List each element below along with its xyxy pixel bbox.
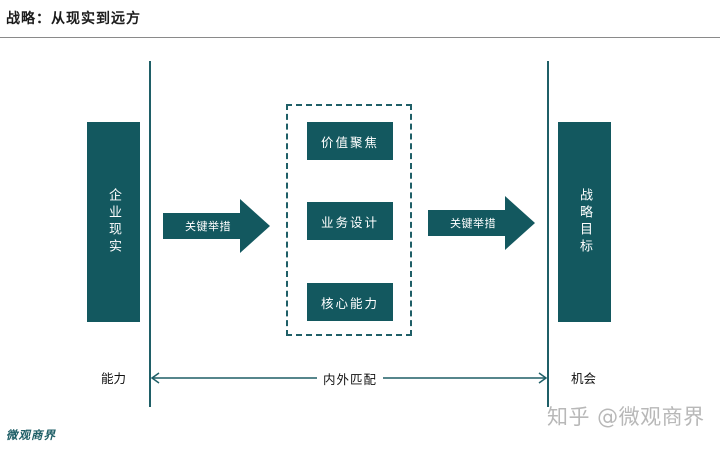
capability-label: 能力 — [101, 371, 127, 386]
key-measures-arrow-right: 关键举措 — [428, 196, 535, 250]
page-title: 战略：从现实到远方 — [6, 11, 141, 27]
left-boundary-line — [149, 61, 151, 407]
right-boundary-line — [547, 61, 549, 407]
key-measures-label-left: 关键举措 — [185, 220, 231, 233]
brand-logo-text: 微观商界 — [6, 428, 56, 442]
internal-external-match-label: 内外匹配 — [317, 369, 384, 388]
strategic-goal-box: 战略目标 — [558, 122, 611, 322]
value-focus-box: 价值聚焦 — [307, 122, 393, 160]
business-design-box: 业务设计 — [307, 202, 393, 240]
enterprise-reality-label: 企业现实 — [106, 188, 121, 256]
core-capability-box: 核心能力 — [307, 283, 393, 321]
core-elements-container — [286, 104, 412, 336]
title-divider — [0, 37, 720, 38]
arrow-right-icon — [428, 196, 535, 250]
opportunity-label: 机会 — [571, 371, 597, 386]
watermark: 知乎 @微观商界 — [547, 405, 705, 429]
key-measures-label-right: 关键举措 — [450, 217, 496, 230]
key-measures-arrow-left: 关键举措 — [163, 199, 270, 253]
arrow-right-icon — [163, 199, 270, 253]
enterprise-reality-box: 企业现实 — [87, 122, 140, 322]
strategic-goal-label: 战略目标 — [577, 188, 592, 256]
